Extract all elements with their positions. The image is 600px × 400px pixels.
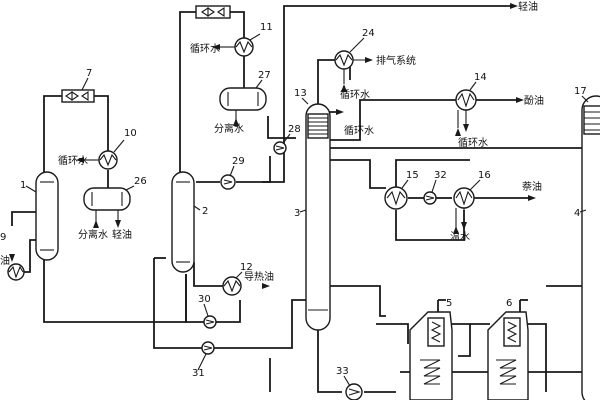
label-equipment-24: 24 [362, 28, 375, 39]
label-equipment-7: 7 [86, 68, 92, 79]
pump-32 [423, 191, 437, 205]
exchanger-15 [384, 186, 408, 210]
pump-31 [201, 341, 215, 355]
condenser-10 [84, 150, 118, 170]
label-exhaust-system: 排气系统 [376, 54, 416, 67]
label-equipment-12: 12 [240, 262, 253, 273]
label-equipment-32: 32 [434, 170, 447, 181]
label-equipment-13: 13 [294, 88, 307, 99]
label-light-oil-top: 轻油 [518, 0, 538, 13]
label-equipment-1: 1 [20, 180, 26, 191]
pump-33 [345, 383, 363, 400]
label-separated-water-27: 分离水 [214, 122, 244, 135]
label-cooling-water-10: 循环水 [58, 154, 88, 167]
label-equipment-11: 11 [260, 22, 273, 33]
equipment-numbers: 1 2 3 4 5 6 7 10 11 12 13 14 15 16 17 24… [0, 22, 589, 387]
piping [11, 5, 596, 393]
column-3 [305, 103, 331, 331]
pump-29 [220, 174, 236, 190]
label-equipment-6: 6 [506, 298, 512, 309]
label-cooling-water-11: 循环水 [190, 42, 220, 55]
label-equipment-4: 4 [574, 208, 580, 219]
label-naphthalene-oil: 萘油 [522, 180, 542, 193]
separator-26 [83, 187, 131, 222]
pump-28 [273, 141, 287, 155]
condenser-11 [220, 37, 254, 57]
feed-exchanger-9 [7, 263, 25, 281]
label-equipment-29: 29 [232, 156, 245, 167]
separator-27 [219, 87, 267, 120]
label-equipment-5: 5 [446, 298, 452, 309]
stream-labels: 循环水 循环水 循环水 循环水 循环水 排气系统 酚油 萘油 温水 导热油 分离… [0, 0, 544, 283]
label-cooling-water-14: 循环水 [458, 136, 488, 149]
reboiler-6 [487, 311, 529, 400]
heater-12 [222, 276, 242, 296]
label-feed-oil: 油 [0, 254, 10, 267]
label-warm-water: 温水 [450, 231, 470, 243]
air-cooler-7 [61, 89, 95, 103]
condenser-24 [334, 50, 370, 84]
label-equipment-10: 10 [124, 128, 137, 139]
column-1 [35, 171, 59, 261]
label-light-oil-26: 轻油 [112, 228, 132, 241]
label-cooling-water-24: 循环水 [340, 88, 370, 101]
label-equipment-30: 30 [198, 294, 211, 305]
flow-arrows [9, 3, 536, 289]
air-cooler-top [195, 5, 231, 19]
label-equipment-3: 3 [294, 208, 300, 219]
label-equipment-17: 17 [574, 86, 587, 97]
label-equipment-26: 26 [134, 176, 147, 187]
reboiler-5 [409, 311, 453, 400]
label-equipment-9: 9 [0, 232, 6, 243]
label-equipment-14: 14 [474, 72, 487, 83]
condenser-14 [455, 89, 477, 128]
label-equipment-28: 28 [288, 124, 301, 135]
label-heat-transfer-oil: 导热油 [244, 270, 274, 283]
column-2 [171, 171, 195, 273]
label-equipment-2: 2 [202, 206, 208, 217]
label-equipment-27: 27 [258, 70, 271, 81]
column-4 [581, 95, 600, 400]
label-separated-water-26: 分离水 [78, 228, 108, 241]
label-equipment-33: 33 [336, 366, 349, 377]
label-equipment-16: 16 [478, 170, 491, 181]
label-equipment-15: 15 [406, 170, 419, 181]
label-phenol-oil: 酚油 [524, 94, 544, 107]
label-equipment-31: 31 [192, 368, 205, 379]
pump-30 [203, 315, 217, 329]
label-cooling-water-13: 循环水 [344, 124, 374, 137]
